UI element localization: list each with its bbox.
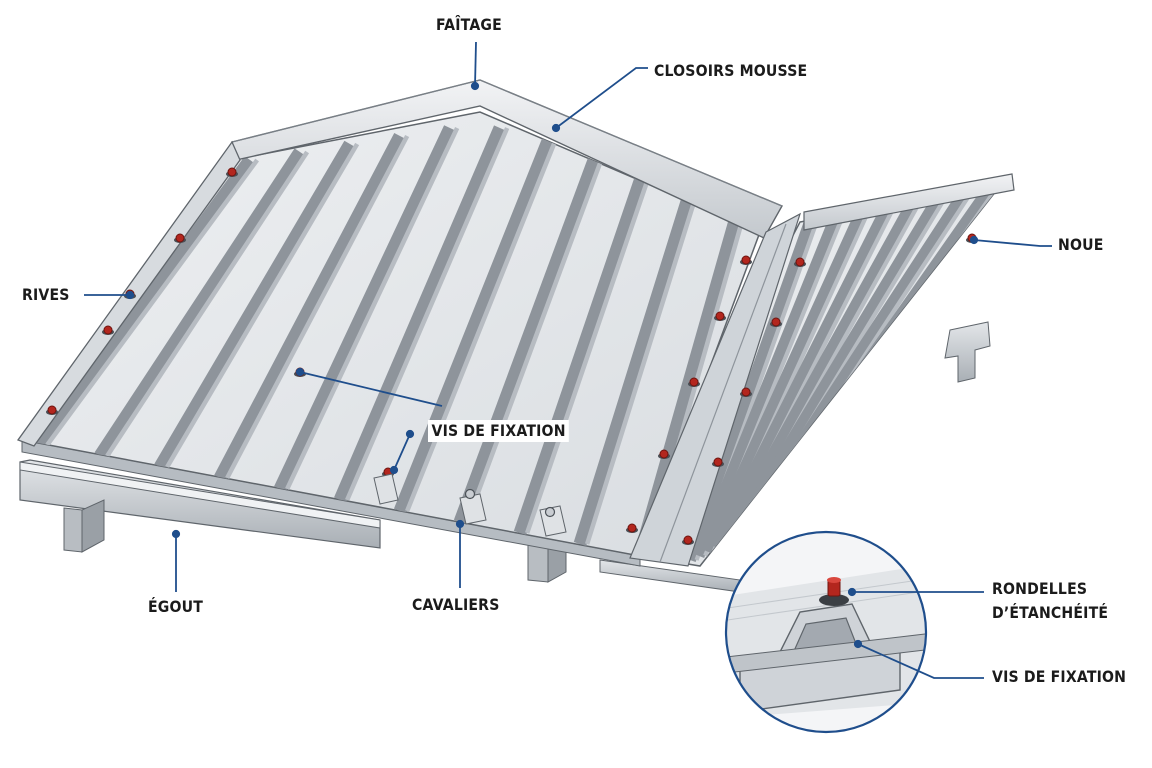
label-closoirs-mousse: CLOSOIRS MOUSSE bbox=[654, 61, 808, 80]
leader-noue bbox=[973, 239, 1052, 247]
cavalier-saddles bbox=[373, 473, 567, 537]
label-rondelles-line2: D’ÉTANCHÉITÉ bbox=[992, 603, 1109, 622]
leader-closoirs bbox=[555, 67, 648, 129]
right-roof-panel bbox=[629, 173, 1015, 567]
label-rives: RIVES bbox=[22, 285, 70, 304]
label-cavaliers: CAVALIERS bbox=[412, 595, 500, 614]
label-noue: NOUE bbox=[1058, 235, 1104, 254]
steel-beams bbox=[19, 321, 991, 593]
leader-vis-detail bbox=[857, 643, 984, 679]
detail-magnifier bbox=[724, 530, 928, 734]
leader-lines bbox=[84, 41, 1052, 679]
label-vis-de-fixation-detail: VIS DE FIXATION bbox=[992, 667, 1127, 686]
leader-vis-main-1 bbox=[299, 371, 443, 407]
leader-vis-main-2 bbox=[393, 433, 411, 471]
label-faitage: FAÎTAGE bbox=[436, 15, 502, 34]
label-vis-de-fixation: VIS DE FIXATION bbox=[428, 420, 570, 442]
label-rondelles-line1: RONDELLES bbox=[992, 579, 1088, 598]
leader-faitage bbox=[474, 41, 477, 87]
label-egout: ÉGOUT bbox=[148, 597, 204, 616]
